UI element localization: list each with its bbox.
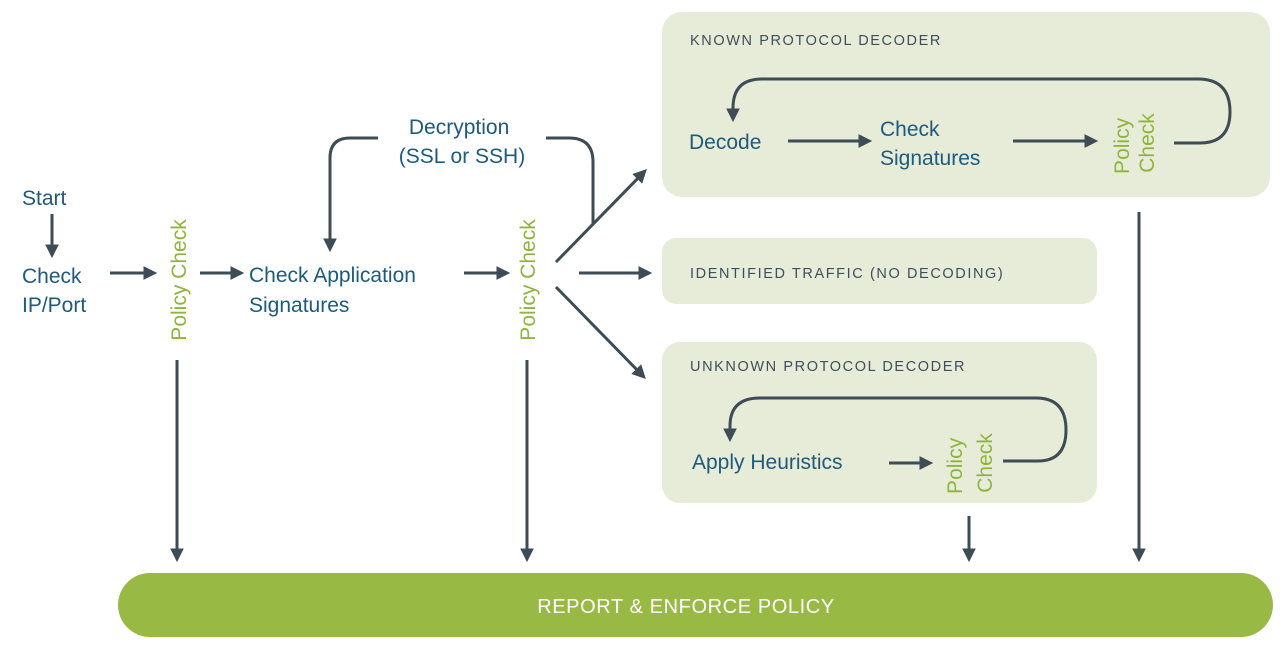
check-ip-port-line-2: IP/Port <box>22 294 86 317</box>
check-application-signatures-label: Check Application Signatures <box>249 264 422 317</box>
check-ip-port-line-1: Check <box>22 265 82 288</box>
arrow-policy-2-to-unknown-decoder <box>554 285 646 379</box>
check-ip-port-label: Check IP/Port <box>22 265 87 317</box>
arrow-decryption-to-check-app <box>323 136 378 253</box>
check-signatures-label: Check Signatures <box>880 118 980 170</box>
arrow-policy-2-to-known-decoder <box>554 169 647 264</box>
known-protocol-decoder-title: KNOWN PROTOCOL DECODER <box>690 33 942 49</box>
arrow-known-policy-loop-back <box>726 77 1232 145</box>
unknown-policy-check-label: Policy Check <box>944 432 997 494</box>
check-application-signatures-line-2: Signatures <box>249 294 349 317</box>
report-enforce-policy-bar <box>118 573 1273 637</box>
policy-check-1-label: Policy Check <box>168 219 191 341</box>
report-enforce-policy-label: REPORT & ENFORCE POLICY <box>537 596 835 618</box>
unknown-protocol-decoder-panel <box>662 342 1097 503</box>
decryption-label: Decryption (SSL or SSH) <box>399 116 525 168</box>
unknown-policy-check-line-2: Check <box>974 433 997 493</box>
known-policy-check-label: Policy Check <box>1111 112 1159 174</box>
check-application-signatures-line-1: Check Application <box>249 264 416 287</box>
apply-heuristics-label: Apply Heuristics <box>692 451 843 474</box>
decode-label: Decode <box>689 131 761 154</box>
check-signatures-line-1: Check <box>880 118 940 141</box>
decryption-line-1: Decryption <box>409 116 509 139</box>
arrow-unknown-policy-loop-back <box>723 396 1068 463</box>
check-signatures-line-2: Signatures <box>880 147 980 170</box>
identified-traffic-title: IDENTIFIED TRAFFIC (NO DECODING) <box>690 266 1004 282</box>
unknown-protocol-decoder-title: UNKNOWN PROTOCOL DECODER <box>690 359 966 375</box>
decryption-line-2: (SSL or SSH) <box>399 145 525 168</box>
identified-traffic-panel <box>662 238 1097 304</box>
policy-check-2-label: Policy Check <box>517 219 540 341</box>
start-label: Start <box>22 187 67 210</box>
arrow-policy-2-to-decryption <box>546 136 595 224</box>
unknown-policy-check-line-1: Policy <box>944 437 967 494</box>
known-policy-check-line-1: Policy <box>1111 117 1134 174</box>
known-protocol-decoder-panel <box>662 12 1270 197</box>
known-policy-check-line-2: Check <box>1136 113 1159 173</box>
